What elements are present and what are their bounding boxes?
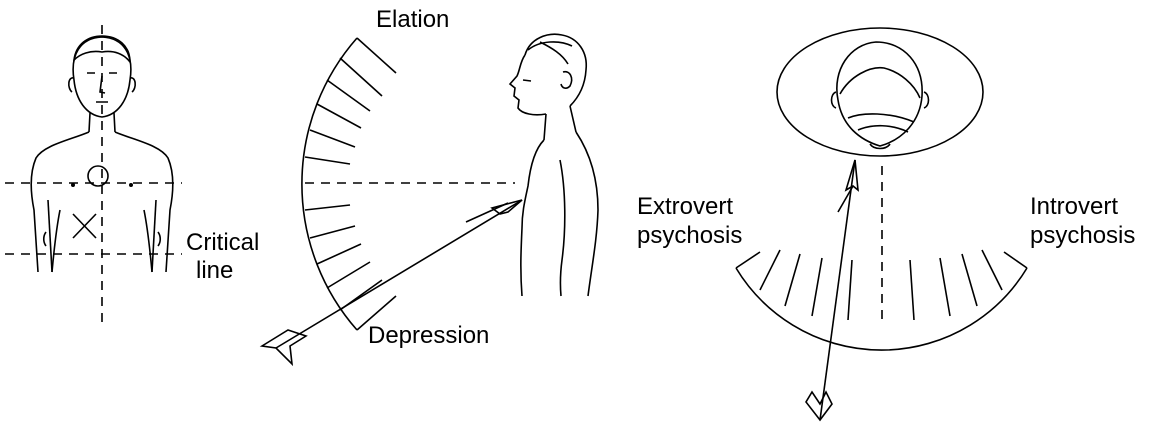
critical-line-label-2: line	[196, 257, 233, 284]
extrovert-label: Extrovert	[637, 193, 733, 220]
top-ellipse	[777, 28, 983, 156]
critical-line-label: Critical	[186, 229, 259, 256]
x-marker	[73, 214, 96, 238]
introvert-label: Introvert	[1030, 193, 1118, 220]
elation-label: Elation	[376, 6, 449, 33]
side-profile-figure	[510, 34, 598, 296]
depression-label: Depression	[368, 322, 489, 349]
elation-depression-scale	[302, 38, 396, 330]
chest-circle-marker	[88, 166, 108, 186]
top-head-figure	[832, 42, 929, 149]
extrovert-label-2: psychosis	[637, 222, 742, 249]
introvert-label-2: psychosis	[1030, 222, 1135, 249]
